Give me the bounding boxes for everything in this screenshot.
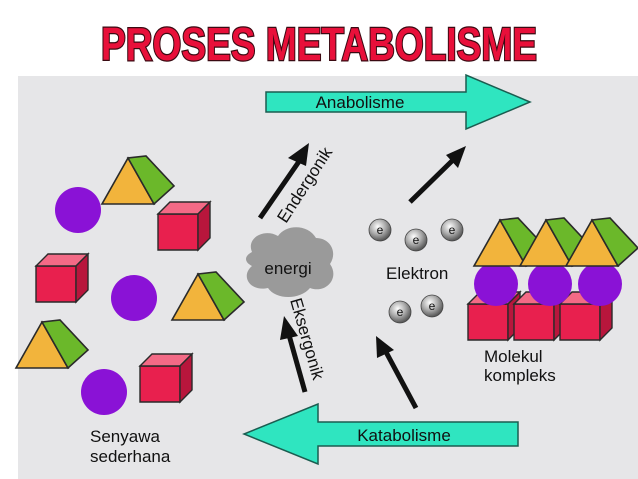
endergonic-arrow [257, 143, 309, 220]
red-cube [157, 201, 211, 251]
energy-cloud: energi [246, 227, 334, 297]
anabolism-label: Anabolisme [316, 93, 405, 112]
electron: e [368, 218, 392, 242]
simple-compounds-label: Senyawa sederhana [90, 427, 171, 466]
complex-molecule [467, 217, 638, 341]
red-cube [139, 353, 193, 403]
page-title: PROSES METABOLISME [101, 18, 537, 70]
electron: e [388, 300, 412, 324]
svg-text:e: e [413, 233, 420, 247]
title: PROSES METABOLISME [100, 17, 539, 72]
energy-label: energi [264, 259, 311, 278]
catabolism-arrow: Katabolisme [242, 402, 519, 466]
catabolism-label: Katabolisme [357, 426, 451, 445]
upper-electron-arrow [408, 146, 466, 204]
svg-text:e: e [429, 299, 436, 313]
purple-sphere [55, 187, 101, 233]
triangle-pair [101, 155, 175, 205]
complex-molecule-label: Molekul kompleks [484, 347, 556, 385]
svg-text:e: e [397, 305, 404, 319]
simple-compounds [15, 155, 245, 415]
exergonic-arrow [280, 316, 308, 393]
svg-text:e: e [377, 223, 384, 237]
electron-label: Elektron [386, 264, 448, 283]
electron: e [420, 294, 444, 318]
svg-text:e: e [449, 223, 456, 237]
electron: e [440, 218, 464, 242]
red-cube [35, 253, 89, 303]
triangle-pair [15, 319, 89, 369]
triangle-pair [171, 271, 245, 321]
electron-group: e e e e e Elektron [368, 218, 464, 324]
electron: e [404, 228, 428, 252]
lower-electron-arrow [376, 336, 419, 410]
anabolism-arrow: Anabolisme [265, 73, 532, 131]
purple-sphere [111, 275, 157, 321]
purple-sphere [81, 369, 127, 415]
